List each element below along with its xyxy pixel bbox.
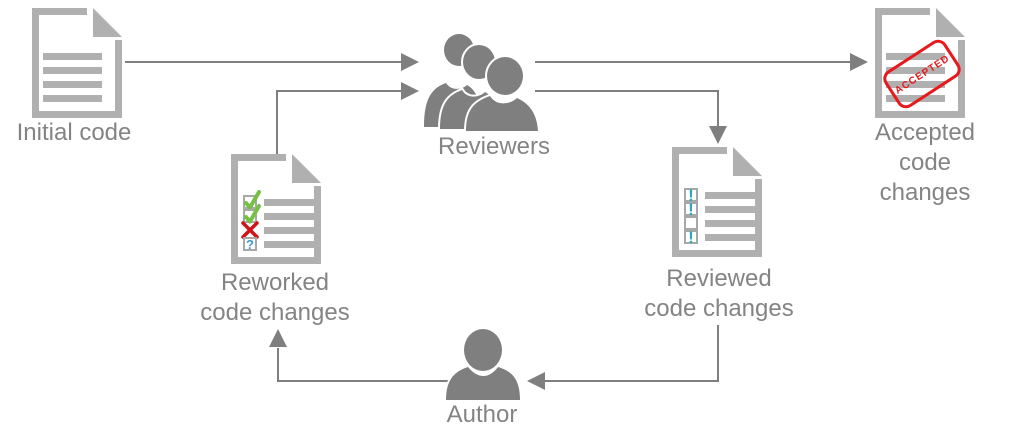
checklist-row-check-icon xyxy=(243,204,261,224)
checklist-row-exclaim-icon: ! xyxy=(684,186,698,205)
svg-text:!: ! xyxy=(688,186,694,205)
arrowhead-up-icon xyxy=(269,329,287,347)
label-initial-code: Initial code xyxy=(16,119,132,146)
svg-text:!: ! xyxy=(688,228,694,247)
label-reviewed-code-changes: Reviewed code changes xyxy=(644,265,794,322)
folded-corner-icon xyxy=(936,8,965,37)
document-text-lines xyxy=(264,199,315,248)
connectors xyxy=(125,53,868,390)
document-initial-code-icon xyxy=(32,8,122,118)
arrow-initial-to-reviewers xyxy=(125,53,419,71)
arrow-author-to-reworked xyxy=(269,329,455,382)
document-text-lines xyxy=(705,192,756,241)
folded-corner-icon xyxy=(292,154,321,183)
arrowhead-right-icon xyxy=(401,82,419,100)
svg-text:!: ! xyxy=(688,200,694,219)
cross-icon xyxy=(241,221,259,239)
document-accepted-icon: ACCEPTED xyxy=(875,8,965,118)
author-person-icon xyxy=(443,327,523,402)
folded-corner-icon xyxy=(733,147,762,176)
reviewers-group-icon xyxy=(421,32,541,133)
arrow-reworked-to-reviewers xyxy=(276,82,419,154)
checklist-row-check-icon xyxy=(243,190,261,210)
folded-corner-icon xyxy=(93,8,122,37)
person-front-icon xyxy=(463,55,541,133)
label-reviewers: Reviewers xyxy=(437,133,551,160)
arrowhead-down-icon xyxy=(709,126,727,144)
document-reworked-icon: ? xyxy=(231,154,321,264)
arrowhead-left-icon xyxy=(527,372,545,390)
checklist-row-cross-icon xyxy=(241,221,259,239)
checklist-row-exclaim-icon: ! xyxy=(684,228,698,247)
document-reviewed-icon: ! ! ! xyxy=(672,147,762,257)
document-text-lines xyxy=(886,53,945,102)
checklist-row-question-icon: ? xyxy=(243,237,257,252)
label-author: Author xyxy=(446,401,518,428)
checklist-row-empty-icon xyxy=(684,216,698,230)
checklist-row-exclaim-icon: ! xyxy=(684,200,698,219)
arrow-reviewed-to-author xyxy=(527,325,719,390)
label-accepted-code-changes: Accepted code changes xyxy=(874,119,976,206)
arrowhead-right-icon xyxy=(401,53,419,71)
arrow-reviewers-to-accepted xyxy=(535,53,868,71)
label-reworked-code-changes: Reworked code changes xyxy=(200,269,350,326)
svg-text:?: ? xyxy=(246,237,254,252)
document-text-lines xyxy=(43,53,102,102)
arrowhead-right-icon xyxy=(850,53,868,71)
arrow-reviewers-to-reviewed xyxy=(535,90,727,144)
